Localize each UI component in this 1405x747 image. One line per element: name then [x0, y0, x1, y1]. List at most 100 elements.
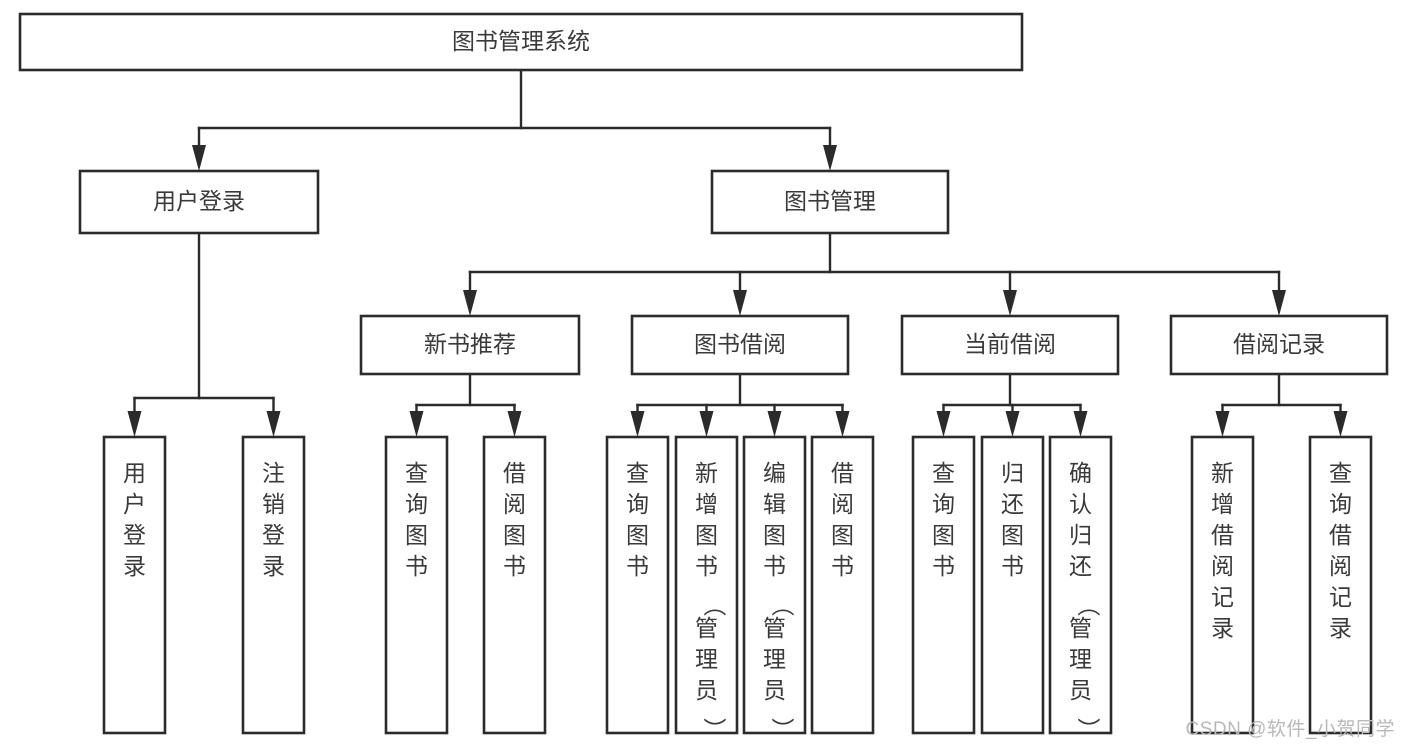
svg-text:查: 查 [626, 460, 649, 486]
node-box[interactable] [911, 435, 976, 735]
arrow-head-icon [1073, 411, 1088, 437]
svg-text:书: 书 [503, 553, 526, 579]
svg-text:登: 登 [123, 522, 146, 548]
node-box[interactable] [1048, 435, 1113, 735]
arrow-head-icon [463, 290, 477, 316]
svg-text:阅: 阅 [1329, 553, 1352, 579]
node-box[interactable] [742, 435, 807, 735]
svg-text:户: 户 [123, 491, 146, 517]
svg-text:归: 归 [1001, 460, 1024, 486]
arrow-head-icon [699, 411, 714, 437]
arrow-head-icon [835, 411, 850, 437]
node-box[interactable] [102, 435, 167, 735]
node-box[interactable] [1190, 435, 1255, 735]
node-root[interactable]: 图书管理系统 [18, 12, 1024, 72]
node-book-manage[interactable]: 图书管理 [710, 169, 950, 235]
watermark-text: CSDN @软件_小贺同学 [1185, 719, 1395, 740]
node-box[interactable] [482, 435, 547, 735]
node-box[interactable] [900, 314, 1120, 376]
svg-text:记: 记 [1211, 584, 1234, 610]
node-box[interactable] [18, 12, 1024, 72]
node-book-borrow[interactable]: 图书借阅 [630, 314, 850, 376]
svg-text:查: 查 [932, 460, 955, 486]
svg-text:借: 借 [503, 460, 526, 486]
svg-text:增: 增 [695, 491, 718, 517]
svg-text:（: （ [1076, 594, 1102, 617]
arrow-head-icon [630, 411, 645, 437]
node-box[interactable] [605, 435, 670, 735]
svg-text:书: 书 [1001, 553, 1024, 579]
node-box[interactable] [674, 435, 739, 735]
arrow-head-icon [1333, 411, 1348, 437]
node-box[interactable] [78, 169, 320, 235]
node-box[interactable] [1169, 314, 1389, 376]
svg-text:借: 借 [1211, 522, 1234, 548]
node-label: 新书推荐 [424, 331, 516, 357]
svg-text:阅: 阅 [1211, 553, 1234, 579]
node-box[interactable] [241, 435, 306, 735]
node-new-book-rec[interactable]: 新书推荐 [359, 314, 581, 376]
node-box[interactable] [384, 435, 449, 735]
node-borrow-record[interactable]: 借阅记录 [1169, 314, 1389, 376]
svg-text:借: 借 [831, 460, 854, 486]
svg-text:登: 登 [262, 522, 285, 548]
node-user-login[interactable]: 用户登录 [78, 169, 320, 235]
svg-text:销: 销 [262, 491, 285, 517]
svg-text:图: 图 [626, 522, 649, 548]
svg-text:询: 询 [1329, 491, 1352, 517]
node-box[interactable] [980, 435, 1045, 735]
node-label: 图书借阅 [694, 331, 786, 357]
arrow-head-icon [936, 411, 951, 437]
node-current-borrow[interactable]: 当前借阅 [900, 314, 1120, 376]
node-label: 当前借阅 [964, 331, 1056, 357]
node-box[interactable] [630, 314, 850, 376]
node-box[interactable] [810, 435, 875, 735]
arrow-head-icon [409, 411, 424, 437]
svg-text:询: 询 [932, 491, 955, 517]
node-label: 图书管理系统 [452, 28, 590, 54]
svg-text:员: 员 [763, 677, 786, 703]
arrow-head-icon [823, 145, 837, 171]
node-box[interactable] [1308, 435, 1373, 735]
connector-group [463, 231, 1286, 316]
node-label: 用户登录 [123, 460, 146, 579]
svg-text:用: 用 [123, 460, 146, 486]
svg-text:注: 注 [262, 460, 285, 486]
node-leaf-user-login[interactable]: 用户登录 [102, 435, 167, 735]
svg-text:询: 询 [405, 491, 428, 517]
node-box[interactable] [710, 169, 950, 235]
svg-text:（: （ [770, 594, 796, 617]
svg-text:理: 理 [1069, 646, 1092, 672]
node-box[interactable] [359, 314, 581, 376]
svg-text:图: 图 [932, 522, 955, 548]
arrow-head-icon [192, 145, 206, 171]
svg-text:书: 书 [932, 553, 955, 579]
svg-text:新: 新 [1211, 460, 1234, 486]
svg-text:书: 书 [695, 553, 718, 579]
svg-text:阅: 阅 [503, 491, 526, 517]
svg-text:录: 录 [1329, 615, 1352, 641]
svg-text:书: 书 [405, 553, 428, 579]
svg-text:图: 图 [831, 522, 854, 548]
svg-text:录: 录 [1211, 615, 1234, 641]
